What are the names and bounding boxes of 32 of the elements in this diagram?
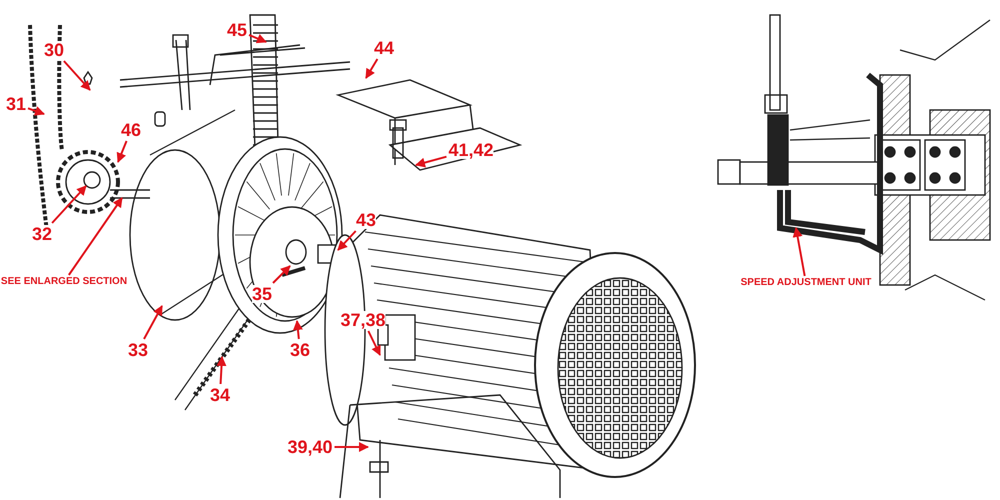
leader-arrow xyxy=(248,34,267,44)
callout-number: 34 xyxy=(210,386,230,404)
leader-arrow xyxy=(415,156,447,168)
leader-arrow xyxy=(365,58,378,79)
callout-number: 44 xyxy=(374,39,394,57)
leader-arrow xyxy=(51,185,87,224)
leader-arrow xyxy=(367,330,381,356)
leader-arrow xyxy=(116,140,128,163)
leader-arrow xyxy=(63,60,91,91)
callout-number: 46 xyxy=(120,121,142,139)
callout-number: 43 xyxy=(356,211,376,229)
callout-number: 41,42 xyxy=(448,141,494,159)
leader-arrow xyxy=(792,227,806,276)
callout-number: 36 xyxy=(290,341,310,359)
leader-arrow xyxy=(337,230,356,251)
leader-arrow xyxy=(216,356,227,384)
callout-number: 33 xyxy=(128,341,148,359)
leader-arrow xyxy=(272,265,291,284)
callout-number: 35 xyxy=(252,285,272,303)
callout-number: 37,38 xyxy=(340,311,386,329)
leader-arrow xyxy=(28,106,45,116)
note-label: SEE ENLARGED SECTION xyxy=(0,277,128,287)
callout-number: 32 xyxy=(32,225,52,243)
callout-number: 31 xyxy=(6,95,26,113)
note-label: SPEED ADJUSTMENT UNIT xyxy=(740,278,872,288)
callout-number: 39,40 xyxy=(287,438,333,456)
leader-arrow xyxy=(68,197,123,276)
callout-number: 30 xyxy=(44,41,64,59)
callout-number: 45 xyxy=(226,21,248,39)
leader-arrow xyxy=(143,305,163,340)
leader-arrow xyxy=(334,442,369,452)
leader-arrow xyxy=(292,320,303,340)
